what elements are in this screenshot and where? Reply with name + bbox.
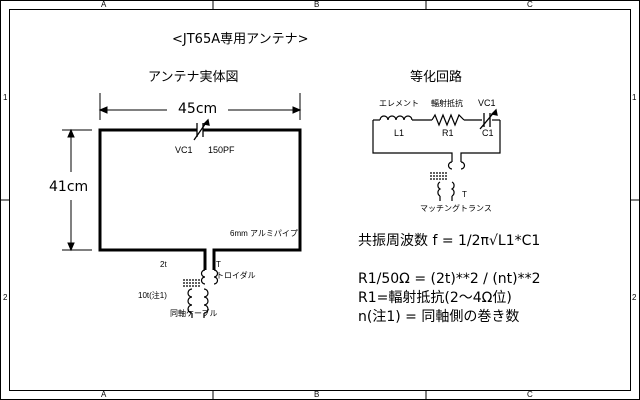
height-label: 41cm: [49, 179, 89, 195]
resistor-ref: R1: [442, 128, 454, 138]
physical-heading: アンテナ実体図: [148, 70, 239, 85]
equivalent-heading: 等化回路: [410, 70, 463, 85]
toroid-transformer-symbol: [183, 269, 219, 318]
col-label-a-bottom: A: [101, 390, 107, 399]
toroid-label: トロイダル: [216, 271, 256, 280]
formula-ratio: R1/50Ω = (2t)**2 / (nt)**2: [358, 271, 541, 287]
loop-capacitor-symbol: [190, 118, 218, 141]
capacitor-symbol: [479, 108, 498, 130]
width-label: 45cm: [178, 101, 218, 117]
col-label-c-top: C: [527, 0, 533, 9]
element-label: エレメント: [379, 99, 419, 108]
col-label-c-bottom: C: [527, 390, 533, 399]
loop-capacitor-value: 150PF: [208, 145, 235, 155]
width-dimension: [98, 93, 302, 120]
resistor-symbol: [431, 113, 465, 127]
toroid-t-label: T: [216, 260, 221, 269]
formula-radiation: R1=輻射抵抗(2～4Ω位): [358, 290, 512, 306]
formula-note: n(注1) = 同軸側の巻き数: [358, 309, 520, 325]
inductor-ref: L1: [394, 128, 405, 138]
row-label-2-left: 2: [3, 293, 8, 302]
capacitor-label: VC1: [478, 98, 496, 108]
row-label-2-right: 2: [632, 293, 637, 302]
resistor-label: 輻射抵抗: [431, 99, 463, 108]
loop-capacitor-label: VC1: [175, 145, 193, 155]
antenna-loop: [98, 128, 302, 270]
height-dimension: [62, 128, 92, 252]
transformer-t-label: T: [462, 190, 467, 199]
capacitor-ref: C1: [482, 128, 494, 138]
row-label-1-right: 1: [632, 93, 637, 102]
primary-turns-label: 2t: [160, 260, 167, 269]
secondary-turns-label: 10t(注1): [138, 291, 167, 300]
col-label-b-bottom: B: [314, 390, 320, 399]
col-label-a-top: A: [101, 0, 107, 9]
coax-cable-label: 同軸ケーブル: [170, 309, 218, 318]
equivalent-circuit-wires: [372, 119, 501, 162]
formula-resonance: 共振周波数 f = 1/2π√L1*C1: [358, 233, 541, 249]
transformer-label: マッチングトランス: [420, 204, 492, 213]
pipe-label: 6mm アルミパイプ: [230, 229, 298, 238]
inductor-symbol: [379, 115, 413, 121]
row-label-1-left: 1: [3, 93, 8, 102]
page-title: <JT65A専用アンテナ>: [172, 32, 309, 47]
col-label-b-top: B: [314, 0, 320, 9]
matching-transformer-symbol: [430, 161, 466, 201]
